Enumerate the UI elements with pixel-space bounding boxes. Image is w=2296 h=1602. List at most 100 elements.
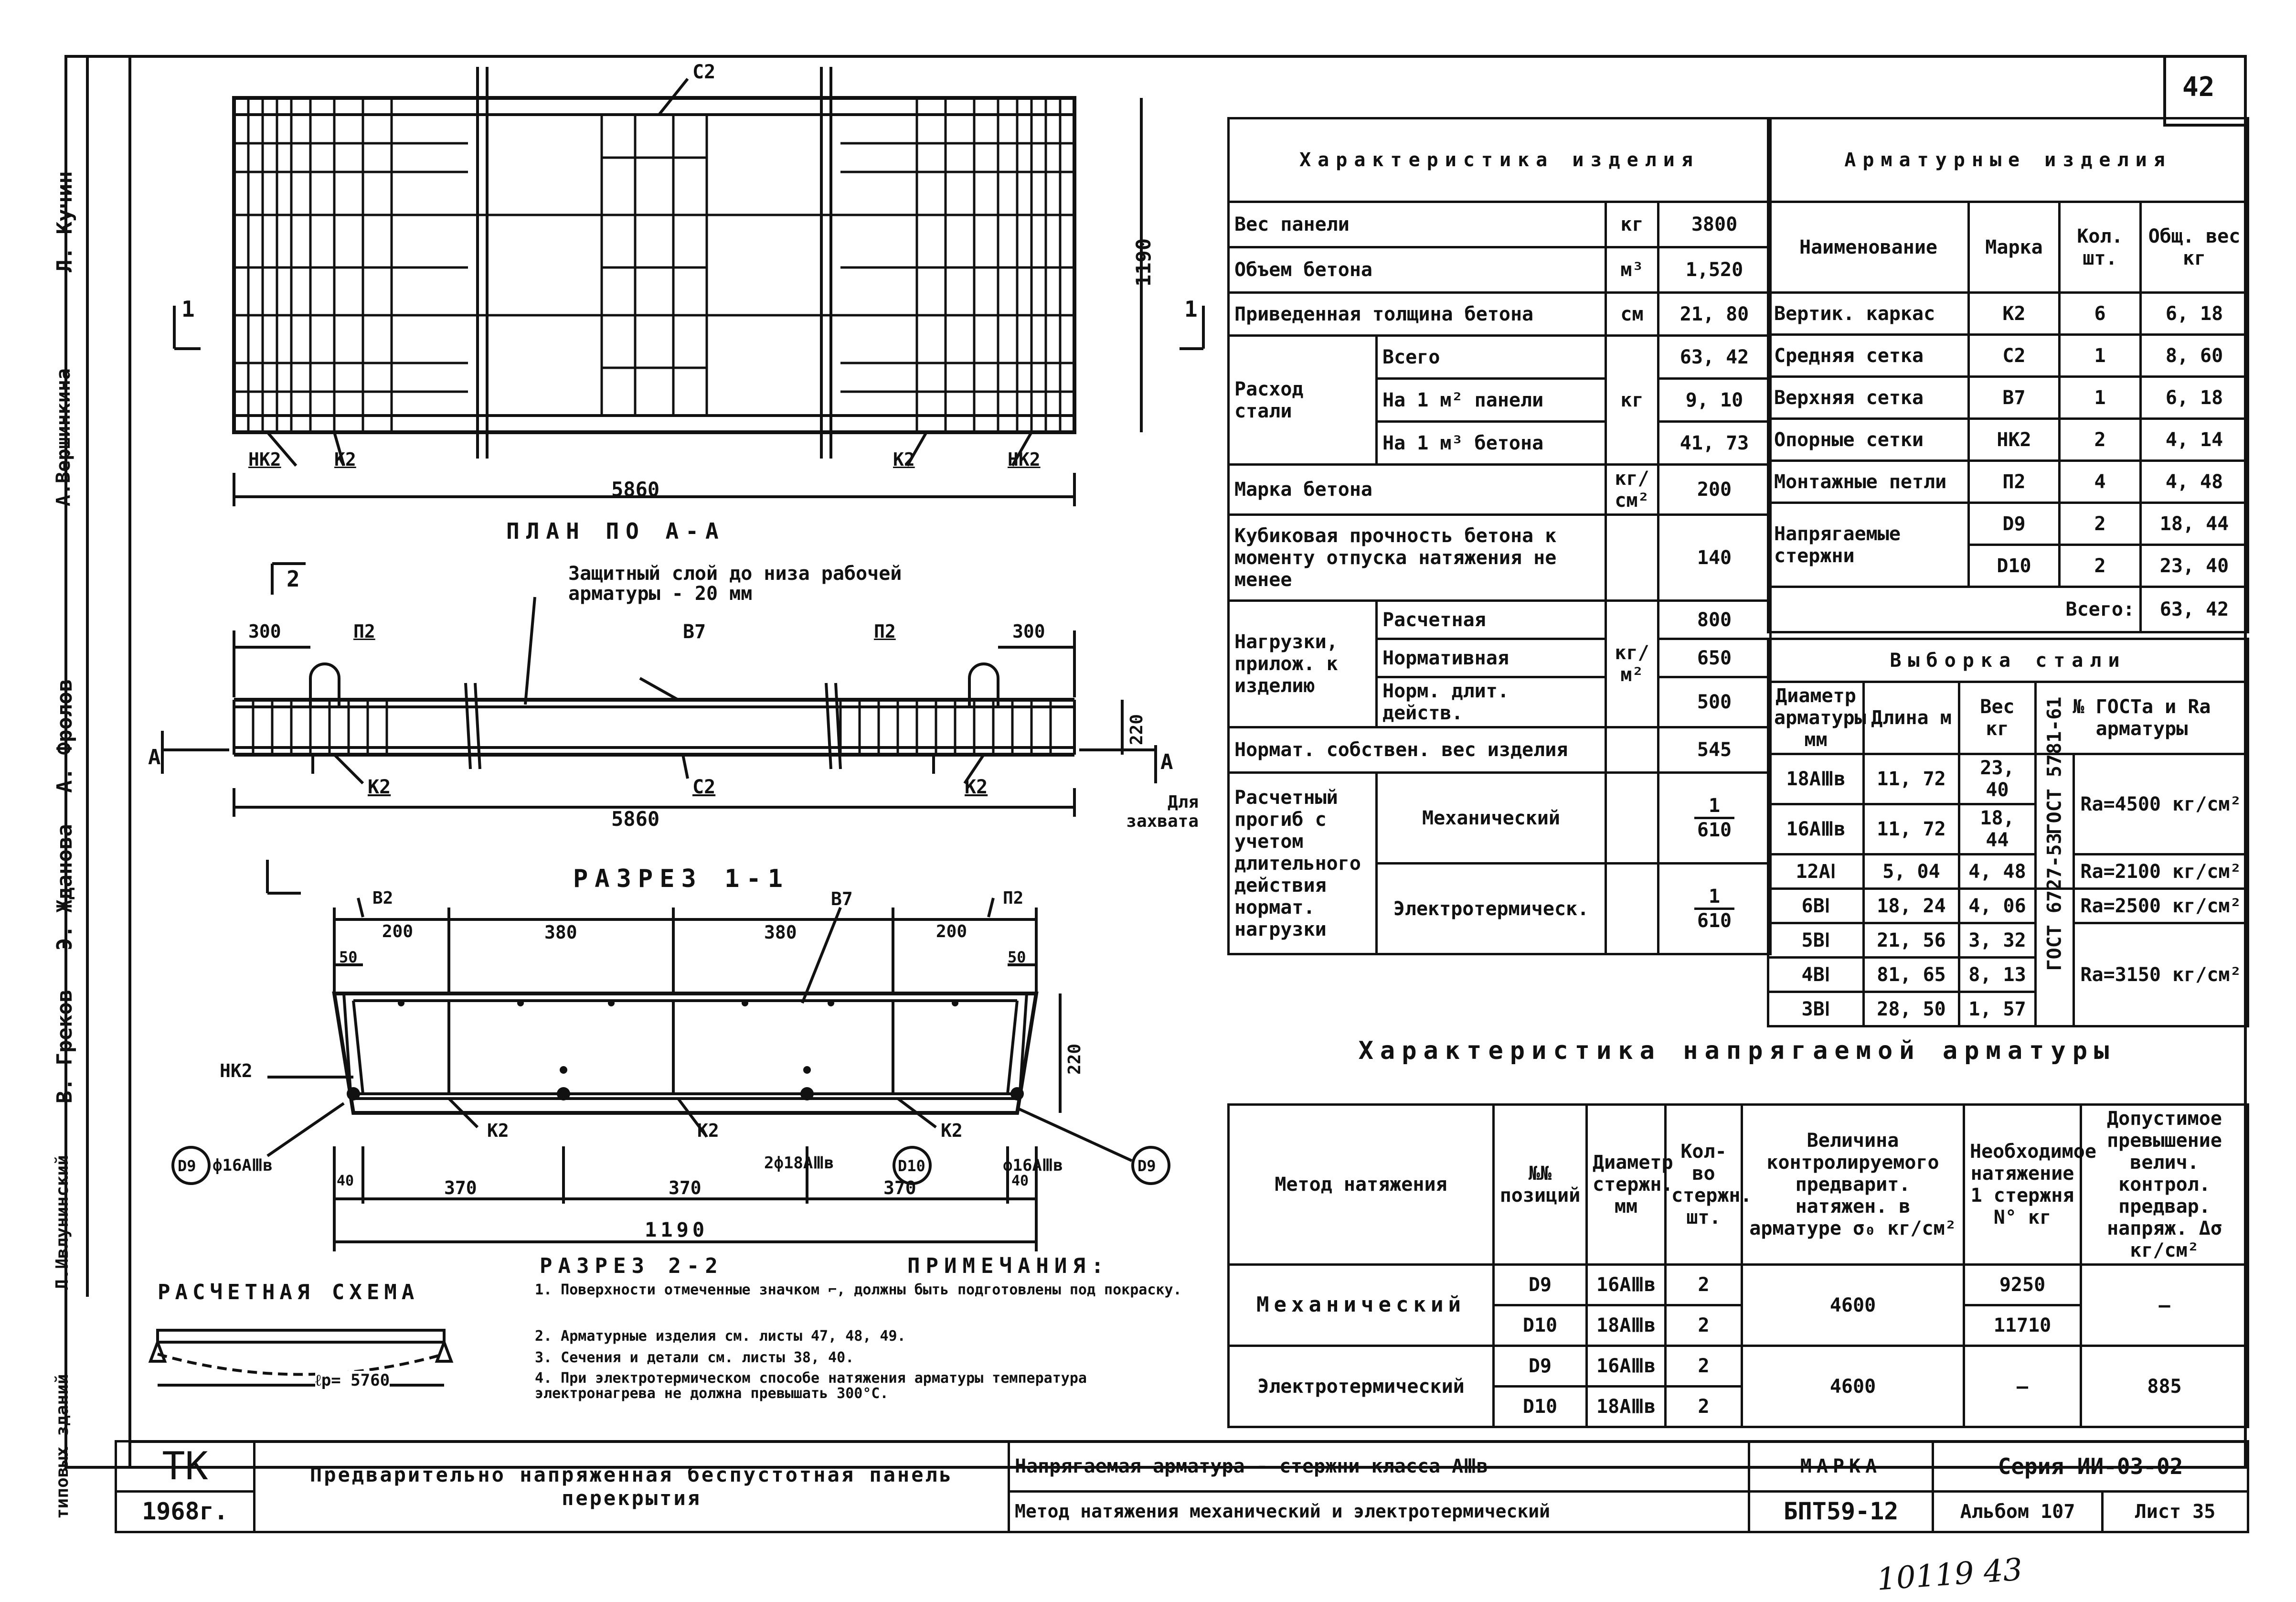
load-norm-value: 650 [1657, 638, 1772, 678]
weight-label: Вес панели [1227, 201, 1607, 248]
rebar-row-count: 6 [2058, 291, 2142, 336]
section11-k2-c: К2 [941, 1120, 963, 1141]
section11-d380-left: 380 [544, 922, 577, 943]
gost2: ГОСТ 6727-53 [2043, 833, 2066, 971]
load-long-value: 500 [1657, 676, 1772, 728]
rebar-row-mark: В7 [1967, 375, 2061, 420]
elev-k2-right: К2 [965, 776, 988, 798]
steel-row-weight: 8, 13 [1958, 956, 2037, 993]
rebar-row-name: Средняя сетка [1767, 333, 1970, 378]
tension-sigma-mech: 4600 [1741, 1263, 1965, 1347]
steel-row-diameter: 18АⅢв [1767, 753, 1865, 805]
tension-col-excess: Допустимое превышение велич. контрол. пр… [2080, 1103, 2249, 1266]
load-calc-value: 800 [1657, 599, 1772, 640]
tension-force: 9250 [1963, 1263, 2082, 1306]
title-sheet: Лист 35 [2101, 1490, 2250, 1533]
load-norm-label: Нормативная [1375, 638, 1607, 678]
sheet-number: 42 [2182, 72, 2215, 103]
steel-row-length: 11, 72 [1862, 803, 1960, 855]
rebar-row-name: Напрягаемые стержни [1767, 502, 1970, 588]
grade-label: Марка бетона [1227, 463, 1607, 516]
steel-row-length: 5, 04 [1862, 853, 1960, 890]
elev-for-grip: Для захвата [1126, 792, 1199, 831]
binding-divider [86, 55, 89, 1297]
rebar-row-mark: П2 [1967, 459, 2061, 504]
weight-unit: кг [1605, 201, 1659, 248]
gost2-cell: ГОСТ 6727-53 [2034, 833, 2075, 1027]
steel-row-weight: 3, 32 [1958, 922, 2037, 959]
rebar-row-count: 1 [2058, 375, 2142, 420]
notes-title: ПРИМЕЧАНИЯ: [907, 1254, 1110, 1278]
rebar-row-count: 1 [2058, 333, 2142, 378]
tension-pos: D10 [1492, 1304, 1588, 1347]
section11-bar16-right: ф16АⅢв [1003, 1156, 1063, 1175]
steel-total-value: 63, 42 [1657, 334, 1772, 380]
plan-label-c2: С2 [692, 61, 716, 83]
tension-force: 11710 [1963, 1304, 2082, 1347]
section11-d200-left: 200 [382, 922, 414, 941]
section11-nk2: НК2 [220, 1060, 253, 1081]
tension-col-diam: Диаметр стержн. мм [1585, 1103, 1673, 1266]
rebar-row-weight: 8, 60 [2139, 333, 2250, 378]
steel-m3-value: 41, 73 [1657, 420, 1772, 466]
steel-table-header: Выборка стали [1767, 638, 2249, 683]
tension-count: 2 [1664, 1385, 1743, 1428]
volume-value: 1,520 [1657, 246, 1772, 294]
steel-m2-value: 9, 10 [1657, 377, 1772, 423]
tension-col-method: Метод натяжения [1227, 1103, 1495, 1266]
title-series: Серия ИИ-03-02 [1931, 1440, 2250, 1493]
tension-method-elec: Электротермический [1227, 1345, 1495, 1428]
steel-unit: кг [1605, 334, 1659, 466]
defl-elec-label: Электротермическ. [1375, 862, 1607, 955]
thickness-value: 21, 80 [1657, 291, 1772, 337]
rebar-row-count: 2 [2058, 502, 2142, 546]
steel-row-weight: 4, 48 [1958, 853, 2037, 890]
load-calc-label: Расчетная [1375, 599, 1607, 640]
tension-col-force: Необходимое натяжение 1 стержня N° кг [1963, 1103, 2096, 1266]
elev-k2-left: К2 [368, 776, 391, 798]
title-mark: БПТ59-12 [1748, 1490, 1934, 1533]
volume-unit: м³ [1605, 246, 1659, 294]
steel-row-length: 11, 72 [1862, 753, 1960, 805]
section11-d9-left: D9 [178, 1157, 196, 1175]
elev-c2: С2 [692, 776, 716, 798]
elev-d300-right: 300 [1012, 621, 1045, 642]
title-album: Альбом 107 [1932, 1490, 2104, 1533]
product-table-header: Характеристика изделия [1227, 117, 1772, 203]
rebar-row-count: 2 [2058, 544, 2142, 588]
rebar-row-mark: С2 [1967, 333, 2061, 378]
tension-diam: 16АⅢв [1585, 1263, 1667, 1306]
steel-row-length: 21, 56 [1862, 922, 1960, 959]
tension-col-positions: №№ позиций [1492, 1103, 1588, 1266]
thickness-label: Приведенная толщина бетона [1227, 291, 1607, 337]
elev-a-right: А [1160, 750, 1173, 774]
steel-col-gost: № ГОСТа и Ra арматуры [2034, 681, 2249, 755]
rebar-row-name: Верхняя сетка [1767, 375, 1970, 420]
rebar-row-mark: К2 [1967, 291, 2061, 336]
rebar-col-mark: Марка [1967, 201, 2061, 294]
section11-bar2x18: 2ф18АⅢв [764, 1153, 834, 1173]
section11-d10: D10 [898, 1157, 925, 1175]
tension-diam: 18АⅢв [1585, 1304, 1667, 1347]
elev-protect-note: Защитный слой до низа рабочей арматуры -… [568, 563, 902, 605]
title-desc1: Напрягаемая арматура - стержни класса АⅢ… [1008, 1440, 1750, 1493]
steel-row-weight: 1, 57 [1958, 991, 2037, 1027]
title-year: 1968г. [115, 1490, 255, 1533]
tension-count: 2 [1664, 1263, 1743, 1306]
steel-row-length: 28, 50 [1862, 991, 1960, 1027]
defl-mech-num: 1 [1694, 795, 1735, 819]
section11-d370-c: 370 [883, 1177, 916, 1198]
tension-excess-mech: — [2080, 1263, 2249, 1347]
rebar-total-label: Всего: [1767, 586, 2142, 633]
steel-row-diameter: 4BⅠ [1767, 956, 1865, 993]
steel-row-length: 18, 24 [1862, 887, 1960, 924]
deflection-label: Расчетный прогиб с учетом длительного де… [1227, 771, 1378, 955]
section11-bar16-left: ф16АⅢв [213, 1156, 273, 1175]
steel-row-diameter: 12АⅠ [1767, 853, 1865, 890]
tension-pos: D10 [1492, 1385, 1588, 1428]
tension-col-count: Кол-во стержн. шт. [1664, 1103, 1752, 1266]
rebar-table-header: Арматурные изделия [1766, 117, 2250, 203]
